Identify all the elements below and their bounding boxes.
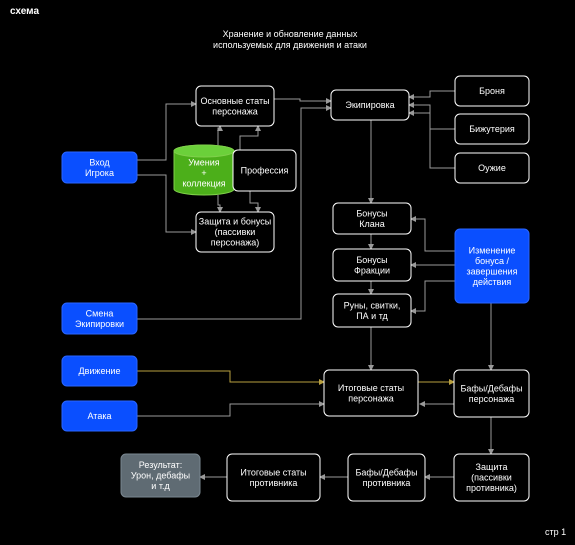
node-shape bbox=[454, 75, 530, 107]
node-weapon: Оужие bbox=[454, 152, 530, 184]
node-shape bbox=[195, 85, 275, 127]
edge-bonus-change-to-runes bbox=[410, 280, 455, 314]
node-runes: Руны, свитки,ПА и тд bbox=[332, 293, 412, 328]
node-shape bbox=[120, 453, 201, 498]
node-label: Профессия bbox=[241, 166, 289, 176]
edge-profession-to-protection bbox=[249, 191, 261, 213]
edge-weapon-to-equipment bbox=[408, 110, 455, 169]
edge-bonus-change-to-clan bbox=[410, 216, 455, 252]
diagram-edges bbox=[137, 90, 494, 480]
diagram-title-line-2: используемых для движения и атаки bbox=[213, 40, 367, 50]
node-shape bbox=[61, 400, 138, 432]
node-equipment: Экипировка bbox=[330, 89, 410, 121]
node-shape-top bbox=[173, 144, 235, 158]
node-label: Оужие bbox=[478, 163, 506, 173]
node-label: Бижутерия bbox=[469, 124, 515, 134]
edge-base-stats-to-equipment bbox=[274, 98, 332, 104]
node-profession: Профессия bbox=[232, 149, 297, 192]
edge-equipment-change-to-equipment bbox=[137, 105, 332, 320]
node-label: Экипировка bbox=[345, 100, 394, 110]
node-shape bbox=[332, 293, 412, 328]
node-shape bbox=[323, 369, 419, 417]
diagram-title-line-1: Хранение и обновление данных bbox=[222, 29, 358, 39]
edge-profession-to-base-stats bbox=[239, 125, 261, 150]
node-shape bbox=[61, 151, 138, 184]
node-shape bbox=[61, 355, 138, 387]
node-shape bbox=[226, 453, 321, 502]
node-shape bbox=[232, 149, 297, 192]
node-shape bbox=[332, 202, 412, 235]
node-shape bbox=[347, 453, 426, 502]
edge-armor-to-equipment bbox=[408, 90, 455, 100]
node-shape bbox=[330, 89, 410, 121]
edge-skills-to-protection bbox=[217, 195, 223, 213]
node-armor: Броня bbox=[454, 75, 530, 107]
node-label: Атака bbox=[88, 411, 112, 421]
edge-input-to-protection bbox=[137, 174, 197, 235]
node-movement: Движение bbox=[61, 355, 138, 387]
edge-jewelry-to-equipment bbox=[408, 102, 455, 130]
node-shape bbox=[454, 113, 530, 145]
node-label: Умения+коллекция bbox=[182, 158, 225, 189]
node-shape bbox=[61, 302, 138, 335]
node-label: Руны, свитки,ПА и тд bbox=[344, 300, 401, 321]
page-number: стр 1 bbox=[545, 527, 567, 537]
node-jewelry: Бижутерия bbox=[454, 113, 530, 145]
edge-movement-to-final-stats bbox=[137, 370, 325, 385]
edge-skills-to-base-stats bbox=[217, 125, 223, 145]
node-shape bbox=[195, 211, 275, 253]
node-skills: Умения+коллекция bbox=[173, 144, 235, 196]
node-shape bbox=[453, 369, 530, 418]
node-shape bbox=[454, 228, 530, 304]
edge-input-to-base-stats bbox=[137, 101, 197, 161]
page-label: схема bbox=[10, 6, 39, 17]
node-label: Броня bbox=[479, 86, 505, 96]
node-shape bbox=[332, 248, 412, 282]
node-attack: Атака bbox=[61, 400, 138, 432]
edge-attack-to-final-stats bbox=[137, 401, 325, 417]
node-shape bbox=[453, 453, 530, 502]
node-label: Движение bbox=[79, 366, 121, 376]
node-shape bbox=[454, 152, 530, 184]
